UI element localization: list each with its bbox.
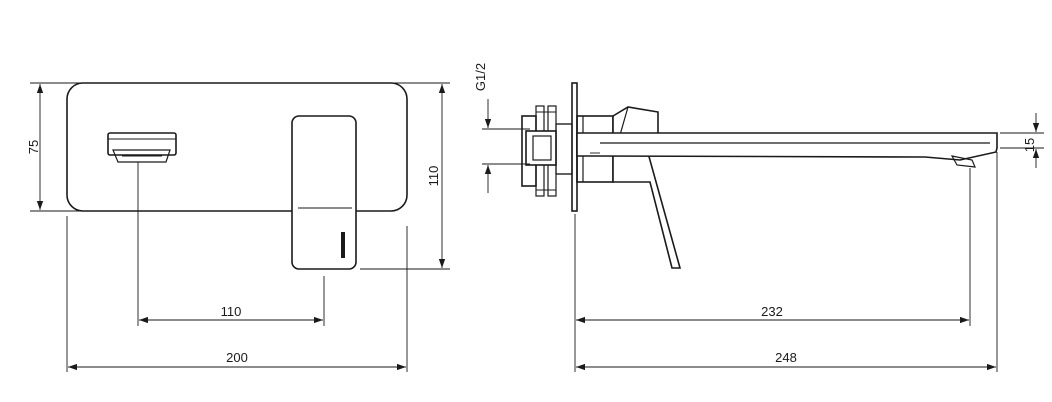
- dim-front-handle-height: 110: [360, 82, 450, 270]
- dim-front-width: 200: [66, 216, 408, 372]
- side-mixer-body: [576, 106, 659, 183]
- side-handle-lever: [612, 152, 682, 269]
- front-view: 75 110 110 200: [26, 82, 450, 372]
- dim-side-thread: G1/2: [473, 63, 530, 193]
- dim-label-75: 75: [26, 140, 41, 154]
- brand-mark: [341, 232, 345, 258]
- dim-label-110-vertical: 110: [426, 166, 441, 187]
- dim-side-spout-length: 232: [574, 168, 971, 372]
- dim-label-110-horizontal: 110: [221, 304, 242, 319]
- side-view: G1/2 15 232 248: [473, 63, 1044, 372]
- dim-side-spout-height: 15: [1000, 113, 1044, 168]
- dim-front-spout-offset: 110: [137, 166, 325, 326]
- dim-label-15: 15: [1022, 138, 1037, 152]
- side-wall-box: [521, 82, 578, 212]
- front-wall-plate: [66, 82, 408, 212]
- dim-label-248: 248: [775, 350, 797, 365]
- dim-side-total-length: 248: [576, 152, 998, 372]
- dim-label-200: 200: [226, 350, 248, 365]
- dim-label-g12: G1/2: [473, 63, 488, 91]
- side-spout: [576, 132, 998, 168]
- dim-label-232: 232: [761, 304, 783, 319]
- front-spout-outlet: [107, 132, 177, 166]
- front-handle: [291, 115, 357, 270]
- dim-front-height: 75: [26, 82, 86, 212]
